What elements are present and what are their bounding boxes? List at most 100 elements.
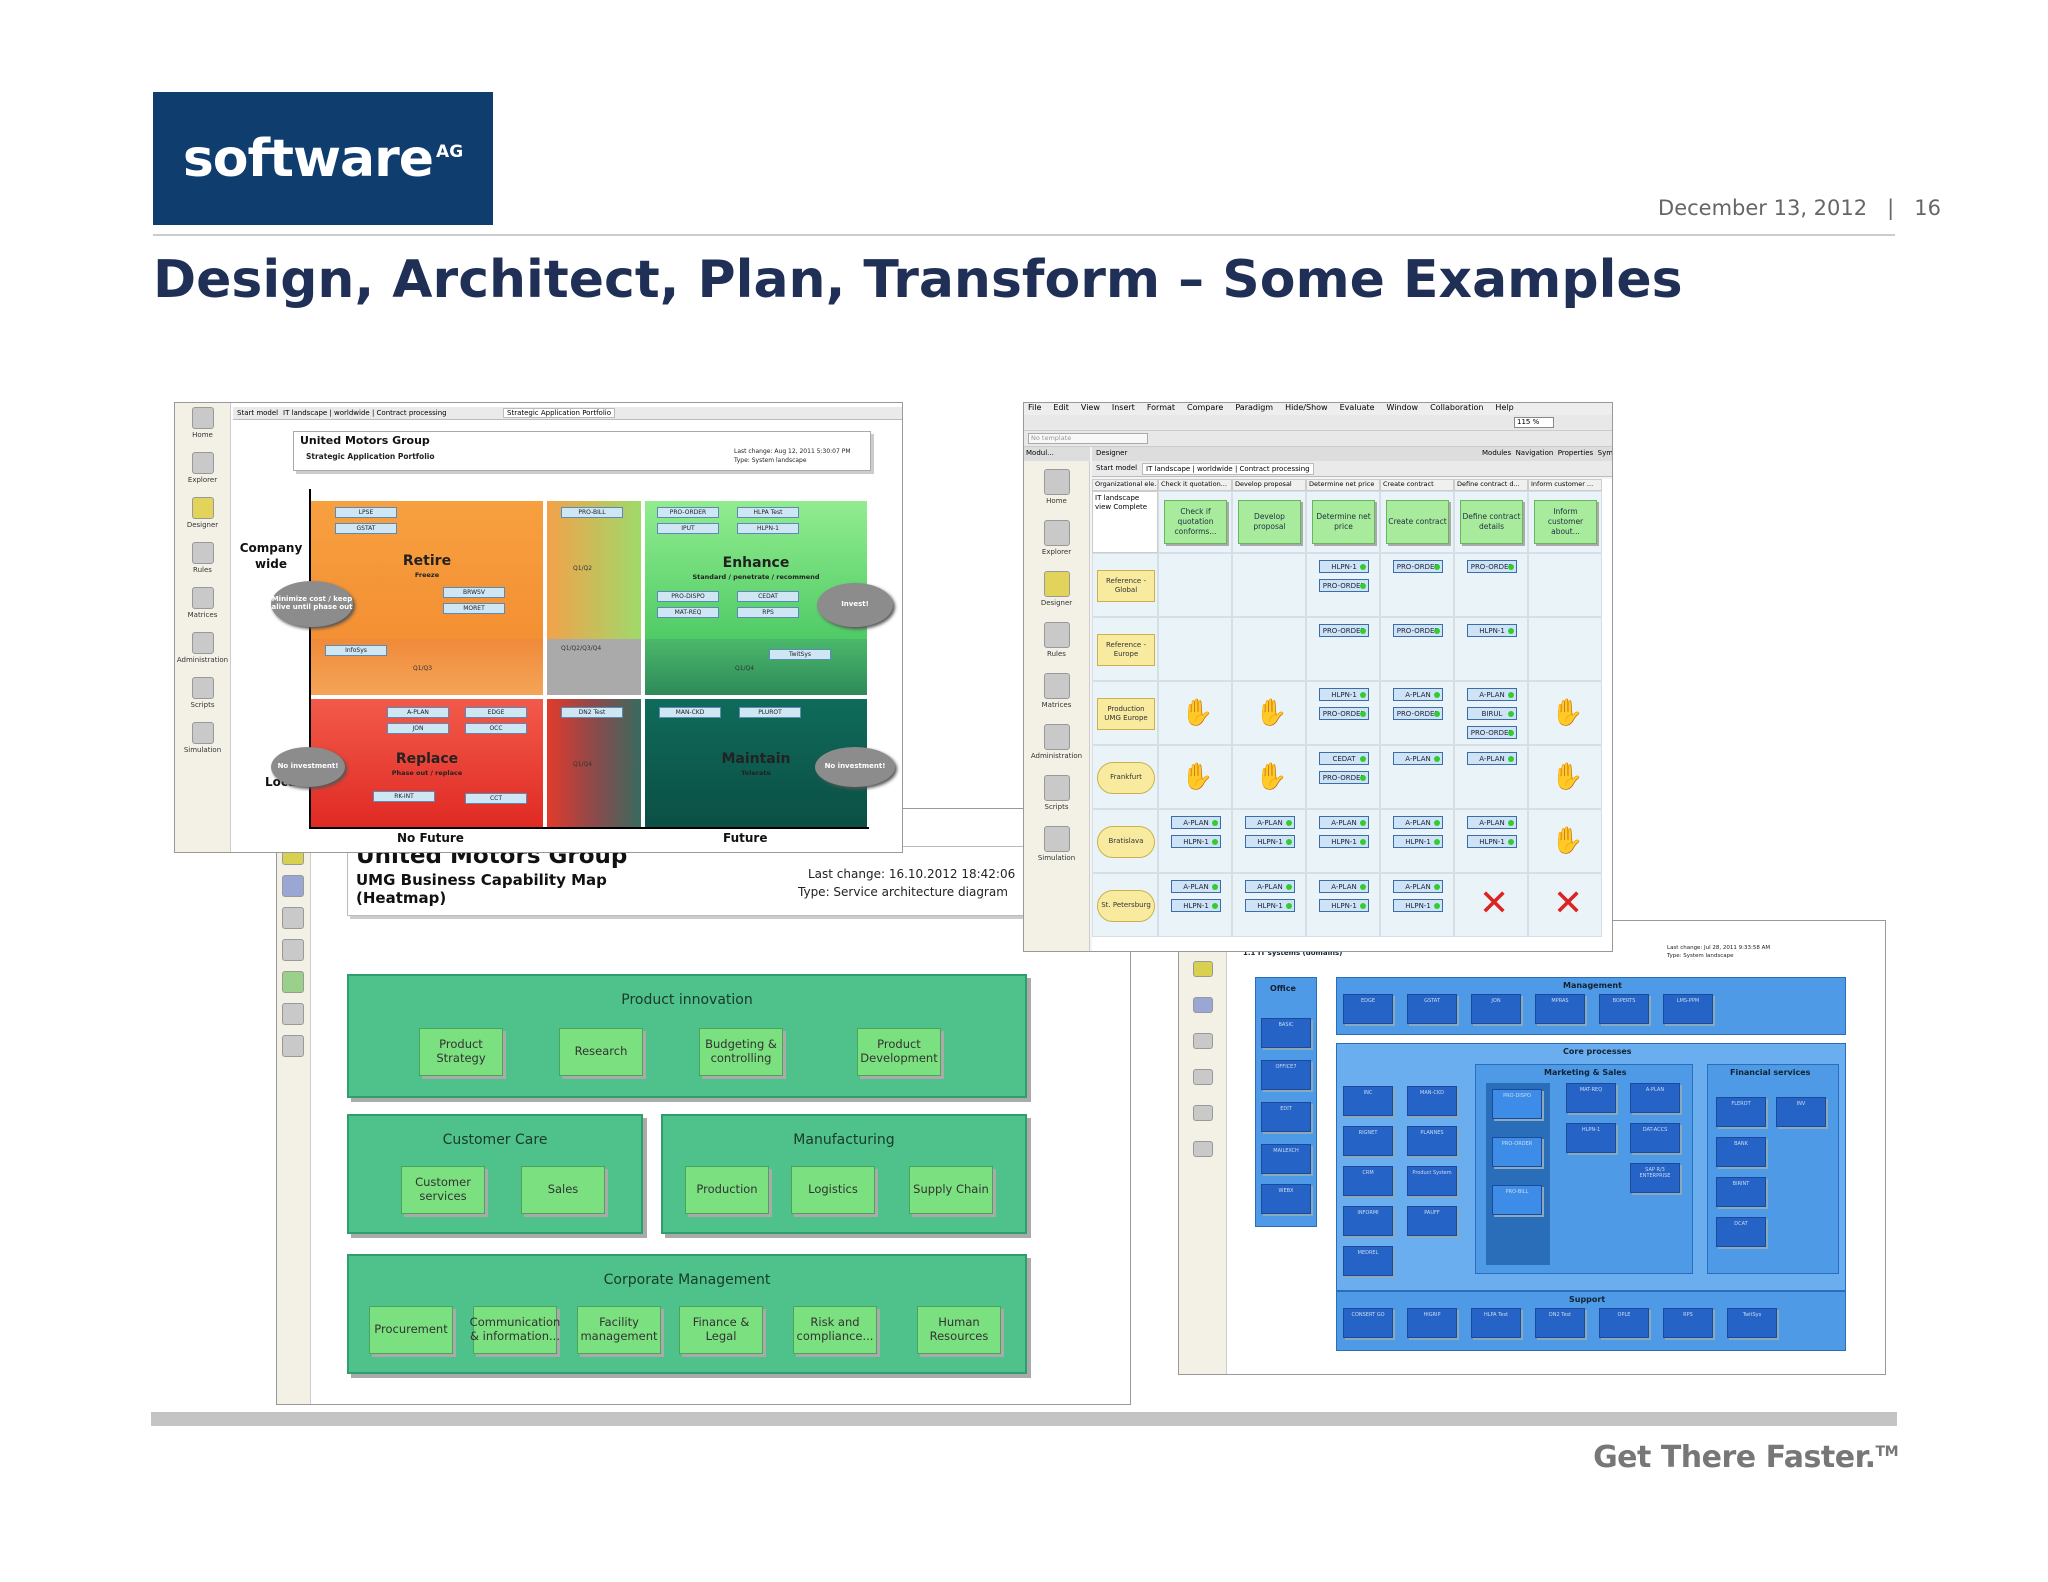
rules-icon[interactable] <box>282 875 304 897</box>
system-chip[interactable]: PRO-ORDER <box>1467 560 1517 573</box>
check-symbols[interactable]: Symbols <box>1597 449 1613 457</box>
matrix-cell[interactable]: PRO-ORDER <box>1380 617 1454 681</box>
menu-item[interactable]: Paradigm <box>1235 403 1274 412</box>
matrices-icon[interactable] <box>1193 1033 1213 1049</box>
system-chip[interactable]: A-PLAN <box>1467 688 1517 701</box>
quadrant-transition-bottom[interactable] <box>547 699 641 827</box>
quadrant-transition-mid[interactable] <box>547 639 641 695</box>
menu-item[interactable]: Hide/Show <box>1285 403 1328 412</box>
system-chip[interactable]: HLPN-1 <box>1245 835 1295 848</box>
system-chip[interactable]: A-PLAN <box>1319 816 1369 829</box>
matrix-cell[interactable]: A-PLAN <box>1454 745 1528 809</box>
system-chip[interactable]: A-PLAN <box>1393 816 1443 829</box>
sidebar-item-home[interactable]: Home <box>1024 469 1089 505</box>
column-header[interactable]: Organizational ele... <box>1092 479 1158 491</box>
app-box[interactable]: BOPERTS <box>1599 994 1649 1024</box>
sidebar-item-designer[interactable]: Designer <box>175 497 230 529</box>
app-chip[interactable]: OCC <box>465 723 527 734</box>
system-chip[interactable]: PRO-ORDER <box>1393 624 1443 637</box>
app-box[interactable]: FLEROT <box>1716 1097 1766 1127</box>
matrices-icon[interactable] <box>282 907 304 929</box>
app-chip[interactable]: JON <box>387 723 449 734</box>
app-chip[interactable]: RPS <box>737 607 799 618</box>
matrix-cell[interactable] <box>1158 553 1232 617</box>
administration-icon[interactable] <box>282 939 304 961</box>
matrix-cell[interactable]: A-PLAN HLPN-1 <box>1158 873 1232 937</box>
column-header[interactable]: Define contract d... <box>1454 479 1528 491</box>
system-chip[interactable]: A-PLAN <box>1245 816 1295 829</box>
system-chip[interactable]: A-PLAN <box>1393 752 1443 765</box>
quadrant-retire[interactable]: Retire Freeze <box>311 501 543 639</box>
system-chip[interactable]: HLPN-1 <box>1319 688 1369 701</box>
app-box[interactable]: INC <box>1343 1086 1393 1116</box>
management-area[interactable]: Management EDGE GSTAT JON MPRAS BOPERTS … <box>1336 977 1846 1035</box>
sidebar-item-designer[interactable]: Designer <box>1024 571 1089 607</box>
menu-item[interactable]: View <box>1080 403 1100 412</box>
app-box[interactable]: DCAT <box>1716 1217 1766 1247</box>
system-chip[interactable]: HLPN-1 <box>1467 835 1517 848</box>
app-chip[interactable]: HLPN-1 <box>737 523 799 534</box>
capability-item[interactable]: Risk and compliance... <box>793 1306 877 1354</box>
app-box[interactable]: MAILEXCH <box>1261 1144 1311 1174</box>
org-unit[interactable]: Bratislava <box>1097 826 1155 858</box>
app-box[interactable]: BASIC <box>1261 1018 1311 1048</box>
system-chip[interactable]: A-PLAN <box>1245 880 1295 893</box>
matrix-cell[interactable]: ✋ <box>1158 681 1232 745</box>
system-chip[interactable]: A-PLAN <box>1171 816 1221 829</box>
matrix-cell[interactable]: ✋ <box>1232 745 1306 809</box>
function-box[interactable]: Define contract details <box>1460 500 1523 544</box>
app-box[interactable]: SAP R/3 ENTERPRISE <box>1630 1163 1680 1193</box>
menu-item[interactable]: Compare <box>1187 403 1224 412</box>
system-chip[interactable]: HLPN-1 <box>1393 835 1443 848</box>
script-icon[interactable] <box>282 1003 304 1025</box>
capability-group[interactable]: Product innovation Product Strategy Rese… <box>347 974 1027 1098</box>
system-chip[interactable]: A-PLAN <box>1171 880 1221 893</box>
app-box[interactable]: DN2 Test <box>1535 1308 1585 1338</box>
matrix-cell[interactable] <box>1232 553 1306 617</box>
app-box[interactable]: Product System <box>1407 1166 1457 1196</box>
org-unit[interactable]: Reference - Europe <box>1097 634 1155 666</box>
system-chip[interactable]: HLPN-1 <box>1171 899 1221 912</box>
matrix-cell[interactable]: ✋ <box>1528 745 1602 809</box>
org-unit[interactable]: Production UMG Europe <box>1097 698 1155 730</box>
system-chip[interactable]: HLPN-1 <box>1319 835 1369 848</box>
module-panel-header[interactable]: Modul... <box>1024 447 1090 461</box>
system-chip[interactable]: A-PLAN <box>1393 688 1443 701</box>
org-unit[interactable]: Reference - Global <box>1097 570 1155 602</box>
app-chip[interactable]: MORET <box>443 603 505 614</box>
zoom-select[interactable]: 115 % <box>1514 417 1554 428</box>
capability-item[interactable]: Facility management <box>577 1306 661 1354</box>
app-chip[interactable]: CCT <box>465 793 527 804</box>
capability-item[interactable]: Product Strategy <box>419 1028 503 1076</box>
app-box[interactable]: WEBX <box>1261 1184 1311 1214</box>
app-box[interactable]: MAT-REQ <box>1566 1083 1616 1113</box>
system-chip[interactable]: HLPN-1 <box>1467 624 1517 637</box>
system-chip[interactable]: PRO-ORDER <box>1393 707 1443 720</box>
capability-item[interactable]: Communication & information... <box>470 1306 560 1354</box>
capability-item[interactable]: Budgeting & controlling <box>699 1028 783 1076</box>
capability-item[interactable]: Research <box>559 1028 643 1076</box>
column-header[interactable]: Create contract <box>1380 479 1454 491</box>
matrix-cell[interactable]: A-PLAN HLPN-1 <box>1380 809 1454 873</box>
org-unit[interactable]: Frankfurt <box>1097 762 1155 794</box>
tab-start-model[interactable]: Start model <box>237 409 279 417</box>
simulation-icon[interactable] <box>282 1035 304 1057</box>
sidebar-item-scripts[interactable]: Scripts <box>175 677 230 709</box>
app-chip[interactable]: CEDAT <box>737 591 799 602</box>
menu-item[interactable]: Window <box>1386 403 1419 412</box>
system-chip[interactable]: PRO-ORDER <box>1319 771 1369 784</box>
matrix-cell[interactable]: A-PLAN <box>1380 745 1454 809</box>
sidebar-item-administration[interactable]: Administration <box>175 632 230 664</box>
column-header[interactable]: Determine net price <box>1306 479 1380 491</box>
app-box[interactable]: DAT-ACCS <box>1630 1123 1680 1153</box>
menu-item[interactable]: Format <box>1146 403 1176 412</box>
menu-item[interactable]: Insert <box>1111 403 1135 412</box>
menu-item[interactable]: File <box>1028 403 1042 412</box>
app-chip[interactable]: TwitSys <box>769 649 831 660</box>
app-chip[interactable]: MAN-CKD <box>659 707 721 718</box>
